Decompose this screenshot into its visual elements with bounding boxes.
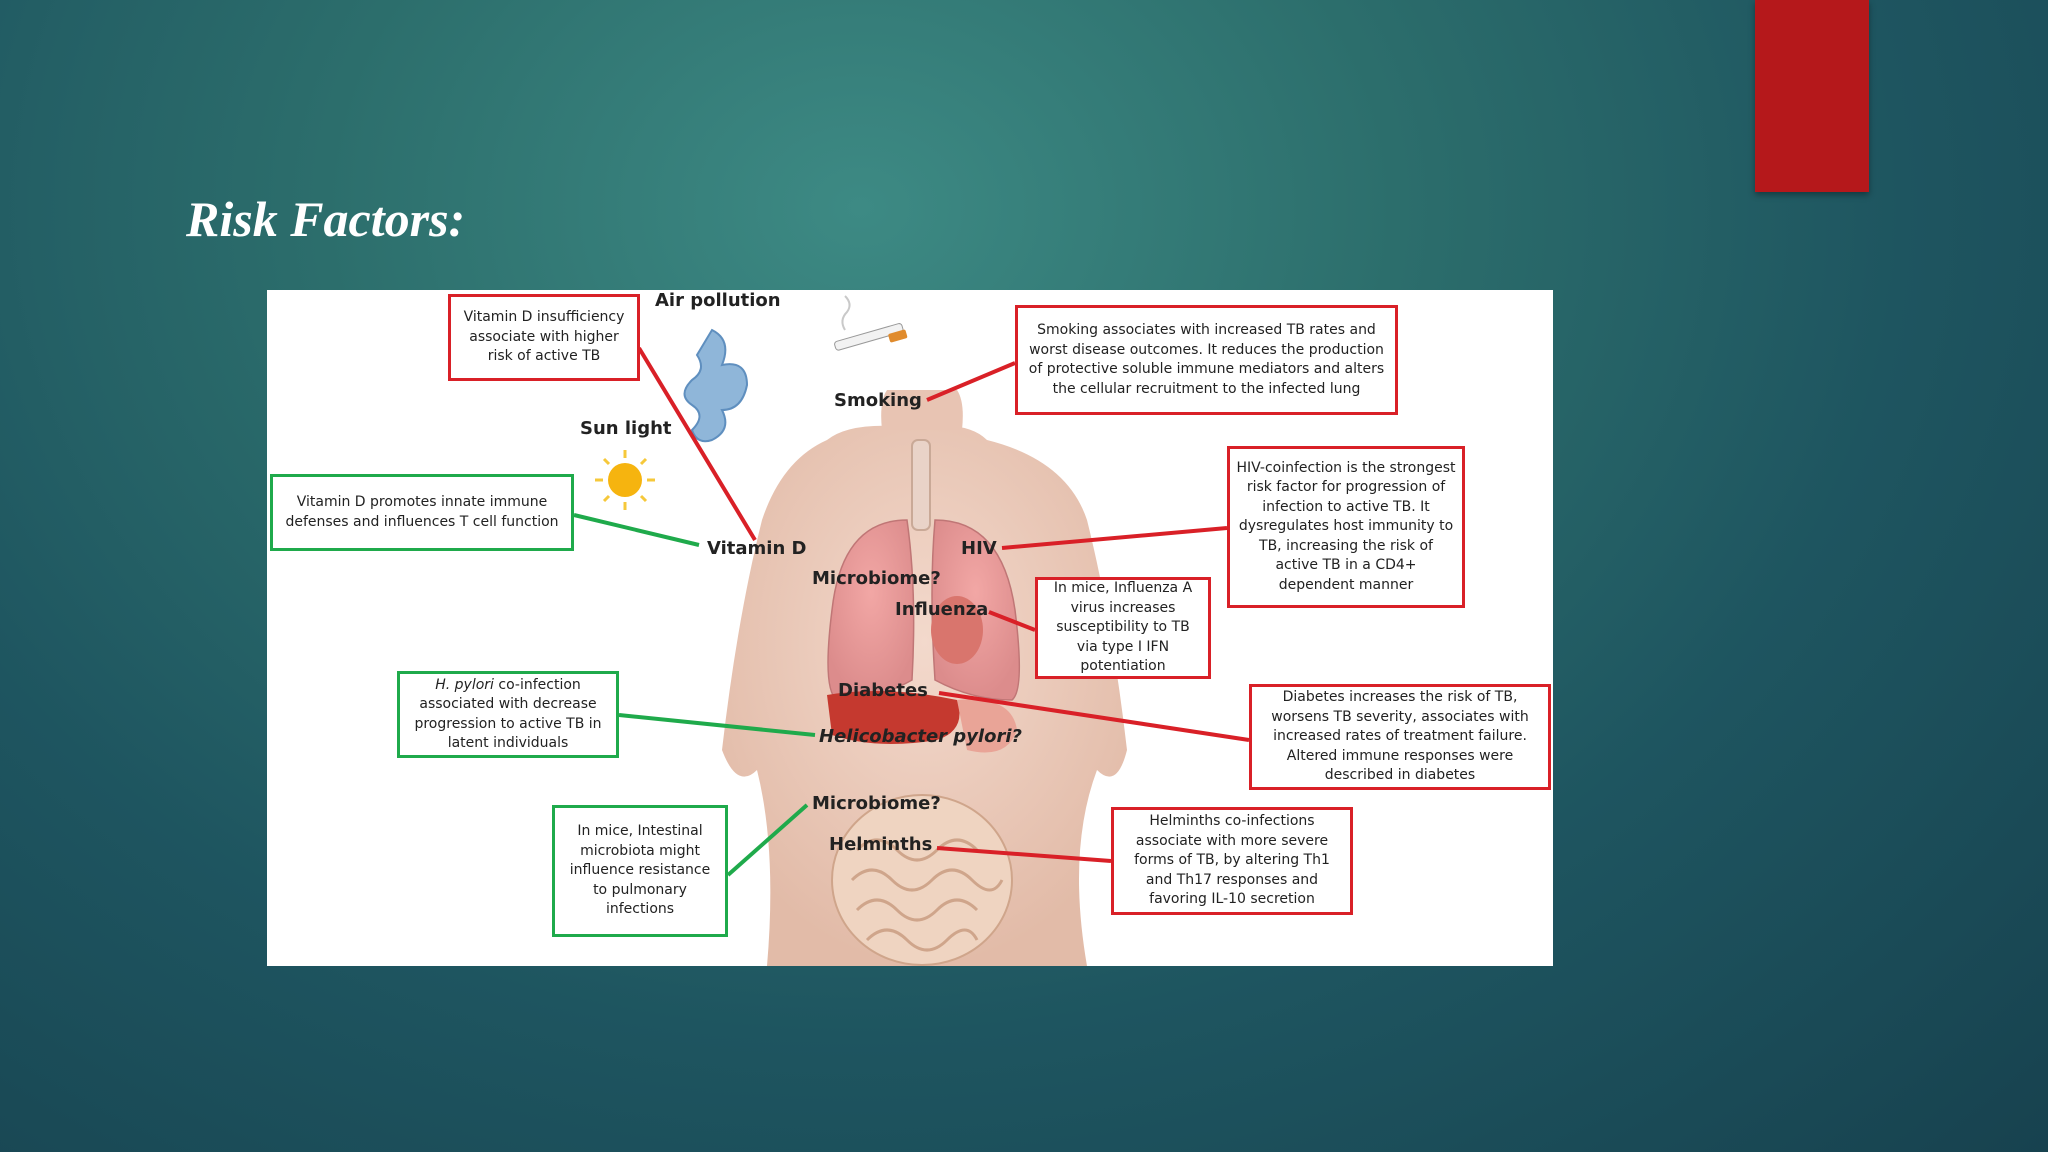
connector-h-pylori — [618, 713, 816, 737]
risk-factors-figure: Air pollution Sun light Smoking Vitamin … — [267, 290, 1553, 966]
liver-shape — [827, 691, 960, 744]
label-vitamin-d: Vitamin D — [707, 538, 807, 559]
label-smoking: Smoking — [834, 390, 922, 411]
label-helminths: Helminths — [829, 834, 933, 855]
air-pollution-icon — [683, 328, 749, 443]
trachea-shape — [911, 439, 931, 531]
connector-influenza — [988, 610, 1036, 632]
box-vitamin-d-insufficiency: Vitamin D insufficiency associate with h… — [448, 294, 640, 381]
neck-shape — [881, 390, 963, 430]
label-air-pollution: Air pollution — [655, 290, 781, 311]
label-influenza: Influenza — [895, 599, 989, 620]
cigarette-icon — [834, 295, 908, 351]
connector-intestinal — [726, 803, 809, 877]
box-hiv: HIV-coinfection is the strongest risk fa… — [1227, 446, 1465, 608]
stomach-shape — [957, 699, 1017, 753]
connector-hiv — [1001, 526, 1228, 550]
sun-icon — [595, 450, 655, 510]
connector-smoking — [926, 361, 1016, 402]
box-vitamin-d-innate: Vitamin D promotes innate immune defense… — [270, 474, 574, 551]
intestines-shape — [831, 794, 1013, 966]
box-helminths: Helminths co-infections associate with m… — [1111, 807, 1353, 915]
box-intestinal-microbiota: In mice, Intestinal microbiota might inf… — [552, 805, 728, 937]
intestine-coils — [850, 838, 1004, 952]
box-diabetes: Diabetes increases the risk of TB, worse… — [1249, 684, 1551, 790]
box-smoking: Smoking associates with increased TB rat… — [1015, 305, 1398, 415]
label-diabetes: Diabetes — [838, 680, 928, 701]
label-microbiome-upper: Microbiome? — [812, 568, 941, 589]
connector-diabetes — [938, 691, 1250, 742]
box-influenza: In mice, Influenza A virus increases sus… — [1035, 577, 1211, 679]
label-sun-light: Sun light — [580, 418, 672, 439]
connector-vitd-innate — [573, 513, 700, 547]
box-h-pylori: H. pylori co-infection associated with d… — [397, 671, 619, 758]
label-hiv: HIV — [961, 538, 997, 559]
label-microbiome-lower: Microbiome? — [812, 793, 941, 814]
label-helicobacter: Helicobacter pylori? — [819, 726, 1022, 747]
body-illustration — [595, 295, 1127, 966]
red-accent-tab — [1755, 0, 1869, 192]
connector-lines — [573, 346, 1250, 877]
connector-helminths — [936, 846, 1112, 863]
heart-shape — [931, 596, 983, 664]
slide-title: Risk Factors: — [186, 191, 466, 247]
connector-vitd-insufficiency — [637, 346, 757, 542]
